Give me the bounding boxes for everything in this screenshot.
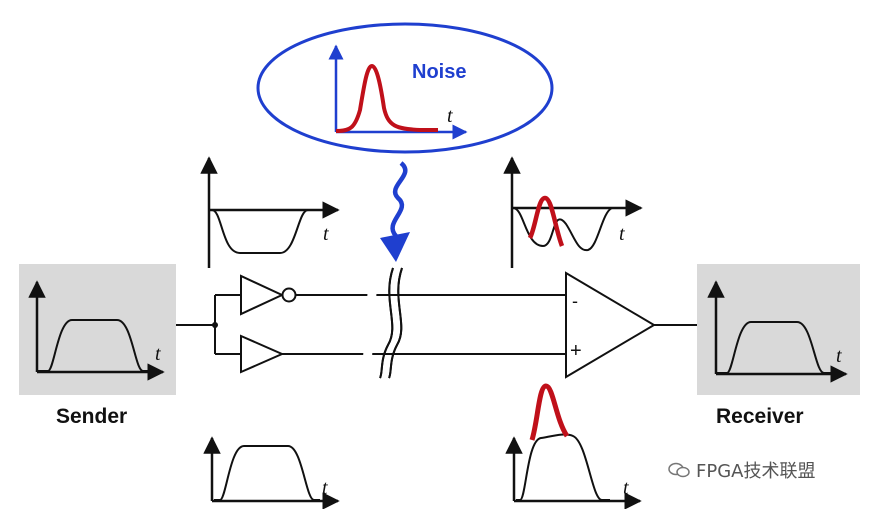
noise-time-label: t [447, 105, 453, 127]
noise-label: Noise [412, 61, 466, 83]
noninverting-driver [240, 334, 285, 374]
inversion-bubble [281, 287, 297, 303]
differential-circuit: - + [176, 267, 697, 379]
watermark-text: FPGA技术联盟 [696, 461, 816, 482]
receiver-label: Receiver [716, 405, 804, 428]
minus-input-time-label: t [619, 223, 625, 245]
minus-input-noisy-waveform: t [503, 156, 643, 268]
plus-input-sign: + [570, 340, 582, 362]
receiver-waveform-box: t [697, 264, 860, 395]
inverting-driver [240, 274, 285, 316]
sender-waveform-box: t [19, 264, 176, 395]
noise-arrowhead [380, 232, 410, 262]
noise-bubble: t Noise [256, 22, 554, 154]
noise-pulse [335, 63, 438, 133]
receiver-time-label: t [836, 345, 842, 367]
sender-label: Sender [56, 405, 128, 428]
inverted-output-waveform: t [200, 156, 340, 268]
noise-plot: t [328, 44, 468, 140]
noninverted-time-label: t [322, 477, 328, 499]
plus-input-noisy-waveform: t [505, 383, 642, 509]
inverted-time-label: t [323, 223, 329, 245]
plus-input-time-label: t [623, 477, 629, 499]
minus-input-sign: - [572, 291, 578, 311]
minus-input-noise-pulse [527, 195, 565, 247]
noise-coupling-arrow [390, 161, 408, 238]
wechat-icon [668, 462, 690, 478]
sender-time-label: t [155, 343, 161, 365]
noninverted-output-waveform: t [203, 436, 340, 509]
watermark: FPGA技术联盟 [668, 457, 815, 483]
plus-input-noise-pulse [529, 383, 570, 441]
differential-receiver [565, 271, 656, 379]
